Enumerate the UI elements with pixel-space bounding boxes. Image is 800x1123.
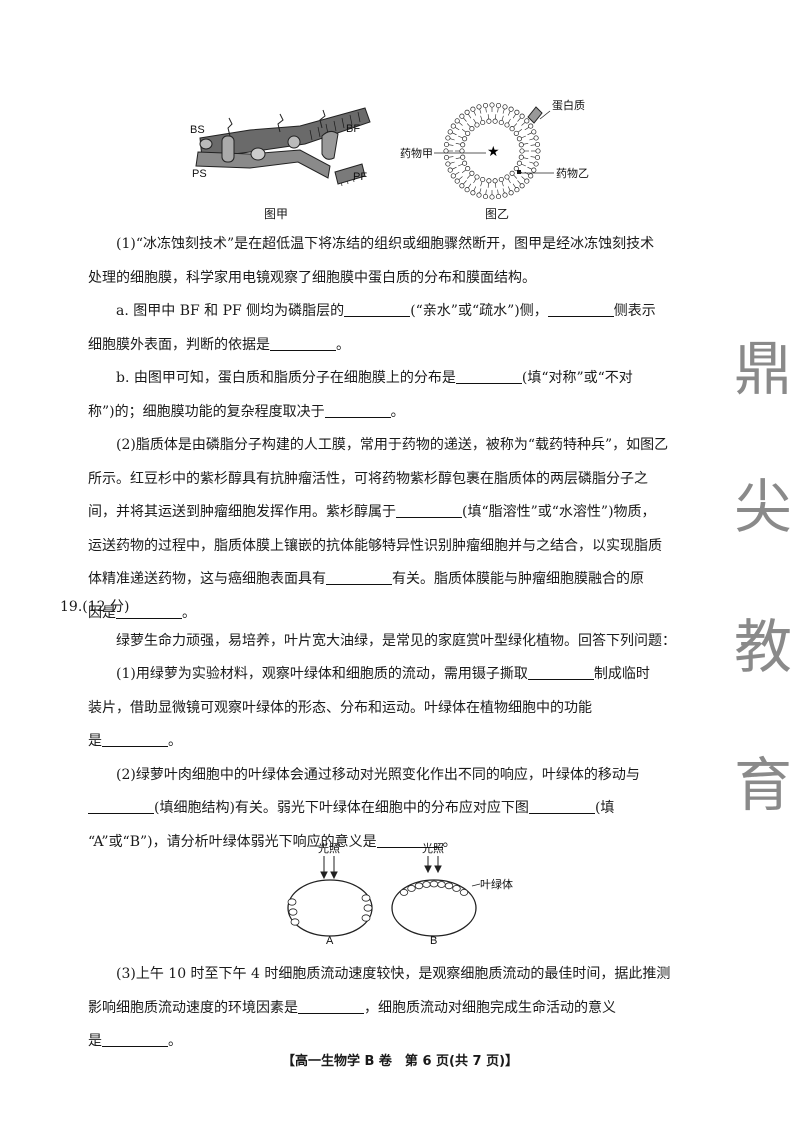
q18-a-line2: 细胞膜外表面，判断的依据是。 [88, 336, 350, 353]
caption-a: A [326, 935, 334, 947]
q18-p2-line4: 运送药物的过程中，脂质体膜上镶嵌的抗体能够特异性识别肿瘤细胞并与之结合，以实现脂… [88, 537, 662, 554]
label-ps: PS [192, 168, 207, 180]
answer-blank[interactable] [102, 732, 168, 747]
q18-b-line2: 称”)的；细胞膜功能的复杂程度取决于。 [88, 403, 405, 420]
label-bs: BS [190, 124, 205, 136]
answer-blank[interactable] [88, 799, 154, 814]
q18-part1: (1)“冰冻蚀刻技术”是在超低温下将冻结的组织或细胞骤然断开，图甲是经冰冻蚀刻技… [88, 228, 708, 630]
answer-blank[interactable] [116, 604, 182, 619]
light-label-a: 光照 [318, 841, 340, 855]
label-drug-a: 药物甲 [400, 146, 433, 160]
figure-jia-membrane: BS BF PS PF [190, 107, 371, 187]
q19-p2-line2: (填细胞结构)有关。弱光下叶绿体在细胞中的分布应对应下图(填 [88, 792, 708, 826]
figure-chloroplast-ab: 光照 A 光照 叶绿体 B [287, 841, 513, 947]
answer-blank[interactable] [528, 799, 595, 814]
watermark-char: 鼎 [733, 335, 792, 403]
q19-p3-line2: 影响细胞质流动速度的环境因素是，细胞质流动对细胞完成生命活动的意义 [88, 999, 616, 1016]
svg-text:★: ★ [487, 144, 500, 160]
q19-p1-line1: (1)用绿萝为实验材料，观察叶绿体和细胞质的流动，需用镊子撕取制成临时 [116, 665, 650, 682]
caption-yi: 图乙 [485, 207, 510, 221]
figure-yi-liposome: ★ 药物甲 药物乙 蛋白质 [400, 98, 589, 200]
q18-p1-line1: (1)“冰冻蚀刻技术”是在超低温下将冻结的组织或细胞骤然断开，图甲是经冰冻蚀刻技… [116, 236, 655, 252]
caption-jia: 图甲 [264, 207, 289, 221]
q19-block: 19.(12 分) 绿萝生命力顽强，易培养，叶片宽大油绿，是常见的家庭赏叶型绿化… [60, 591, 708, 859]
q18-a-line1: a. 图甲中 BF 和 PF 侧均为磷脂层的(“亲水”或“疏水”)侧，侧表示 [116, 302, 656, 319]
answer-blank[interactable] [547, 302, 614, 317]
watermark-char: 尖 [733, 473, 792, 541]
q18-p2-line5: 体精准递送药物，这与癌细胞表面具有有关。脂质体膜能与肿瘤细胞膜融合的原 [88, 570, 644, 587]
light-label-b: 光照 [422, 841, 444, 855]
q19-p3-line1: (3)上午 10 时至下午 4 时细胞质流动速度较快，是观察细胞质流动的最佳时间… [116, 966, 671, 982]
q18-p1-line2: 处理的细胞膜，科学家用电镜观察了细胞膜中蛋白质的分布和膜面结构。 [88, 269, 536, 286]
watermark-char: 教 [733, 613, 792, 681]
answer-blank[interactable] [298, 999, 364, 1014]
q18-p2-line6: 因是。 [88, 604, 196, 621]
answer-blank[interactable] [324, 403, 391, 418]
label-pf: PF [353, 171, 367, 183]
answer-blank[interactable] [102, 1032, 168, 1047]
q19-p2-line1: (2)绿萝叶肉细胞中的叶绿体会通过移动对光照变化作出不同的响应，叶绿体的移动与 [116, 766, 640, 783]
q19-heading: 19.(12 分) [60, 599, 130, 615]
label-chloroplast: 叶绿体 [480, 877, 513, 891]
page-footer: 【高一生物学 B 卷 第 6 页(共 7 页)】 [281, 1054, 519, 1069]
answer-blank[interactable] [527, 665, 594, 680]
answer-blank[interactable] [270, 336, 336, 351]
label-protein: 蛋白质 [552, 98, 585, 112]
answer-blank[interactable] [344, 302, 411, 317]
answer-blank[interactable] [376, 833, 443, 848]
caption-b: B [430, 935, 437, 947]
answer-blank[interactable] [326, 570, 392, 585]
q18-p2-line2: 所示。红豆杉中的紫杉醇具有抗肿瘤活性，可将药物紫杉醇包裹在脂质体的两层磷脂分子之 [88, 470, 648, 487]
q18-b-line1: b. 由图甲可知，蛋白质和脂质分子在细胞膜上的分布是(填“对称”或“不对 [116, 369, 633, 386]
q19-p2-line3: “A”或“B”)，请分析叶绿体弱光下响应的意义是。 [88, 833, 457, 850]
label-drug-b: 药物乙 [556, 166, 589, 180]
q19-intro: 绿萝生命力顽强，易培养，叶片宽大油绿，是常见的家庭赏叶型绿化植物。回答下列问题： [116, 632, 676, 649]
label-bf: BF [346, 123, 360, 135]
q18-p2-line3: 间，并将其运送到肿瘤细胞发挥作用。紫杉醇属于(填“脂溶性”或“水溶性”)物质， [88, 503, 656, 520]
q19-p1-line2: 装片，借助显微镜可观察叶绿体的形态、分布和运动。叶绿体在植物细胞中的功能 [88, 699, 592, 716]
watermark-char: 育 [733, 751, 792, 819]
q19-p3-line3: 是。 [88, 1032, 182, 1049]
q19-part3: (3)上午 10 时至下午 4 时细胞质流动速度较快，是观察细胞质流动的最佳时间… [88, 958, 708, 1059]
answer-blank[interactable] [455, 369, 522, 384]
q18-p2-line1: (2)脂质体是由磷脂分子构建的人工膜，常用于药物的递送，被称为“载药特种兵”，如… [116, 437, 669, 453]
answer-blank[interactable] [396, 503, 462, 518]
q19-p1-line3: 是。 [88, 732, 182, 749]
